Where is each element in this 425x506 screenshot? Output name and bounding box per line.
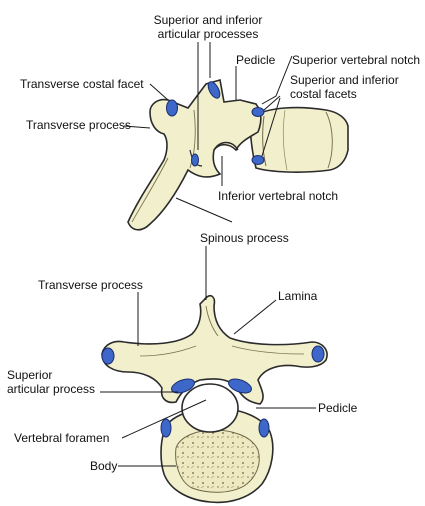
spinous-process-label: Spinous process xyxy=(200,231,289,245)
pedicle-label-lateral: Pedicle xyxy=(236,53,275,67)
costal-facets-label: Superior and inferior costal facets xyxy=(290,73,399,101)
costal-facets-label-line1: Superior and inferior xyxy=(290,73,399,87)
lamina-label: Lamina xyxy=(278,289,317,303)
superior-articular-process-label: Superior articular process xyxy=(7,368,95,396)
superior-vertebral-notch-label: Superior vertebral notch xyxy=(292,53,420,67)
vertebral-foramen-shape xyxy=(182,384,238,432)
inferior-articular-facet xyxy=(192,154,199,166)
inferior-costal-facet xyxy=(252,156,264,165)
articular-processes-label-line1: Superior and inferior xyxy=(132,13,284,27)
right-transverse-costal-facet xyxy=(312,346,324,362)
body-label: Body xyxy=(90,459,117,473)
transverse-costal-facet-label: Transverse costal facet xyxy=(20,77,144,91)
left-costal-facet-body xyxy=(161,419,171,437)
superior-articular-process-label-line1: Superior xyxy=(7,368,95,382)
costal-facets-label-line2: costal facets xyxy=(290,87,399,101)
transverse-costal-facet xyxy=(167,100,178,116)
articular-processes-label: Superior and inferior articular processe… xyxy=(132,13,284,41)
right-costal-facet-body xyxy=(259,419,269,437)
transverse-process-label-lateral: Transverse process xyxy=(26,118,131,132)
left-transverse-costal-facet xyxy=(102,348,114,364)
vertebral-foramen-label: Vertebral foramen xyxy=(14,431,109,445)
transverse-process-label-superior: Transverse process xyxy=(38,278,143,292)
inferior-vertebral-notch-label: Inferior vertebral notch xyxy=(218,189,338,203)
superior-articular-process-label-line2: articular process xyxy=(7,382,95,396)
superior-costal-facet xyxy=(252,108,264,117)
articular-processes-label-line2: articular processes xyxy=(132,27,284,41)
pedicle-label-superior: Pedicle xyxy=(318,401,357,415)
